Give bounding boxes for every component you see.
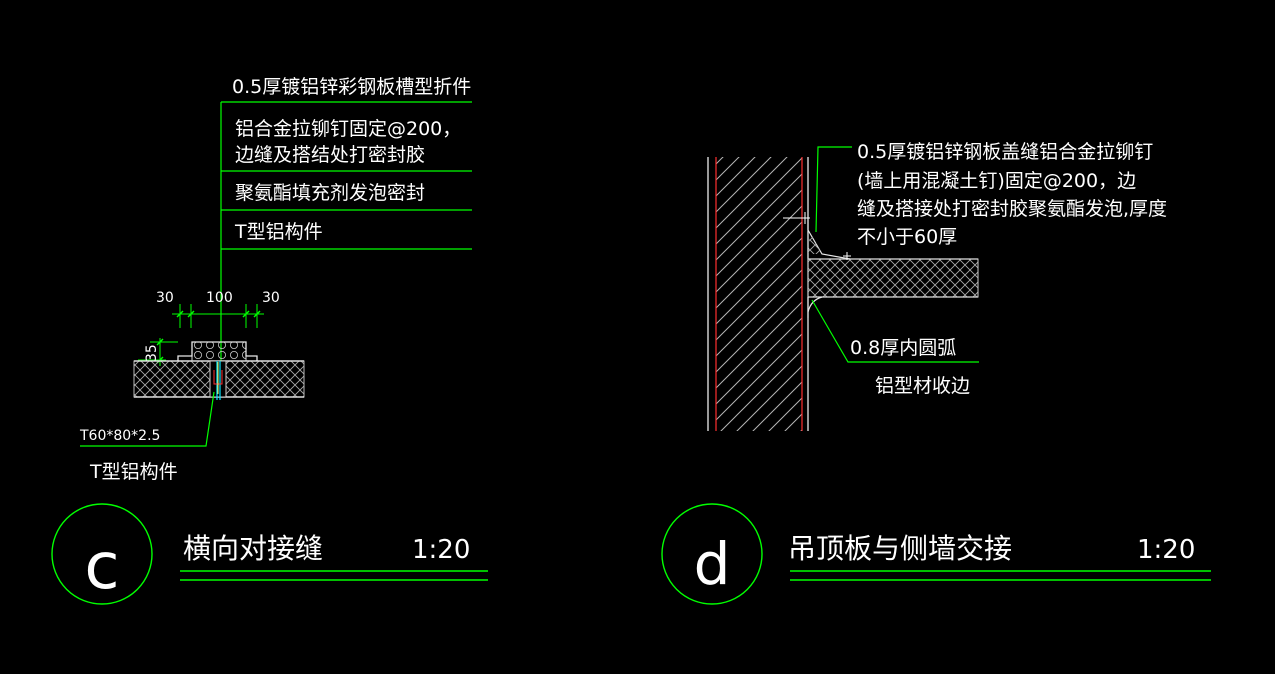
detail-d: 0.5厚镀铝锌钢板盖缝铝合金拉铆钉 (墙上用混凝土钉)固定@200，边 缝及搭接… xyxy=(661,141,1211,605)
ceiling-panel-fill xyxy=(807,258,979,298)
detail-d-callout: 0.5厚镀铝锌钢板盖缝铝合金拉铆钉 (墙上用混凝土钉)固定@200，边 缝及搭接… xyxy=(850,141,1167,397)
detail-c-profile-leader: T60*80*2.5 T型铝构件 xyxy=(79,391,215,483)
trim-label-2: 铝型材收边 xyxy=(875,375,970,397)
side-wall xyxy=(707,157,809,431)
callout-text-1: 0.5厚镀铝锌彩钢板槽型折件 xyxy=(232,76,471,98)
callout-text-2: 铝合金拉铆钉固定@200， xyxy=(235,118,461,140)
detail-title: 横向对接缝 xyxy=(183,532,323,565)
callout-text-4: 聚氨酯填充剂发泡密封 xyxy=(235,182,425,204)
callout-d-line-4: 不小于60厚 xyxy=(857,226,957,248)
profile-label: T60*80*2.5 xyxy=(79,428,160,444)
callout-d-line-1: 0.5厚镀铝锌钢板盖缝铝合金拉铆钉 xyxy=(857,141,1153,163)
detail-c-callout: 0.5厚镀铝锌彩钢板槽型折件 铝合金拉铆钉固定@200， 边缝及搭结处打密封胶 … xyxy=(220,76,472,370)
callout-text-5: T型铝构件 xyxy=(234,221,323,243)
bubble-letter: c xyxy=(84,530,119,604)
detail-title: 吊顶板与侧墙交接 xyxy=(788,532,1012,565)
cap-flashing xyxy=(177,341,258,361)
detail-bubble xyxy=(51,503,153,605)
dim-mid: 100 xyxy=(206,290,233,306)
callout-d-line-3: 缝及搭接处打密封胶聚氨酯发泡,厚度 xyxy=(857,198,1167,220)
detail-bubble xyxy=(661,503,763,605)
trim-label-1: 0.8厚内圆弧 xyxy=(850,337,956,359)
detail-c-dimensions: 30 100 30 35 xyxy=(138,290,280,366)
wall-hatch xyxy=(716,157,802,431)
detail-c: 0.5厚镀铝锌彩钢板槽型折件 铝合金拉铆钉固定@200， 边缝及搭结处打密封胶 … xyxy=(51,76,488,605)
detail-c-section xyxy=(133,341,305,400)
bubble-letter: d xyxy=(694,530,731,598)
ceiling-panel xyxy=(783,212,979,318)
detail-scale: 1:20 xyxy=(1137,535,1195,565)
dim-left: 30 xyxy=(156,290,174,306)
detail-d-leaders xyxy=(811,146,979,363)
callout-d-line-2: (墙上用混凝土钉)固定@200，边 xyxy=(857,170,1136,192)
callout-text-3: 边缝及搭结处打密封胶 xyxy=(235,144,425,166)
detail-c-title-block: c 横向对接缝 1:20 xyxy=(51,503,488,605)
component-label: T型铝构件 xyxy=(89,461,178,483)
detail-scale: 1:20 xyxy=(412,535,470,565)
detail-d-title-block: d 吊顶板与侧墙交接 1:20 xyxy=(661,503,1211,605)
foam-sealant xyxy=(191,341,247,362)
dim-height: 35 xyxy=(144,344,160,362)
dim-right: 30 xyxy=(262,290,280,306)
